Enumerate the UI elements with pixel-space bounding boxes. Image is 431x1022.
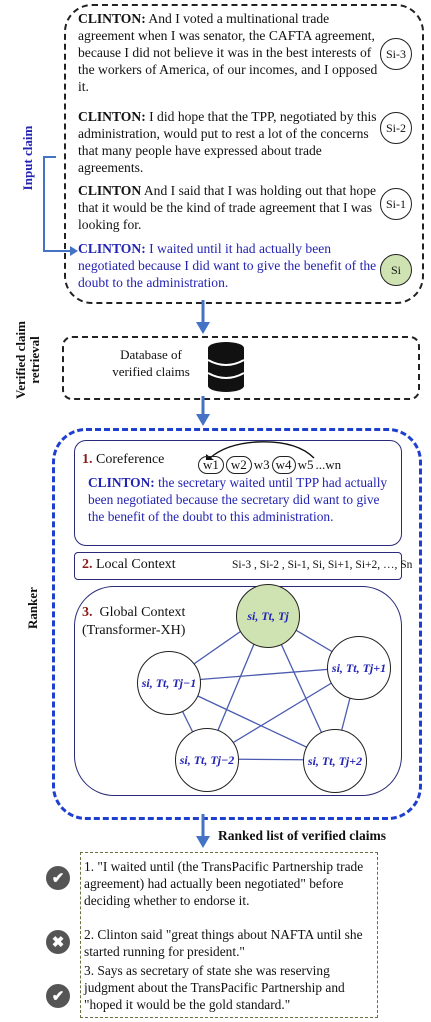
token-w2: w2	[225, 456, 252, 474]
results-title: Ranked list of verified claims	[218, 828, 386, 843]
utterance-4: CLINTON: I waited until it had actually …	[78, 240, 378, 291]
utterance-2-text: I did hope that the TPP, negotiated by t…	[78, 109, 377, 175]
coreference-arc	[206, 441, 315, 460]
coreference-title: 1. Coreference	[82, 452, 165, 467]
arrow-down-1	[196, 300, 210, 334]
utterance-3-speaker: CLINTON	[78, 183, 142, 198]
global-context-title: 3. Global Context (Transformer-XH)	[82, 605, 186, 638]
input-claim-bracket-arrow	[43, 156, 78, 256]
sentence-node-si: Si	[380, 254, 412, 286]
coreference-box	[74, 440, 402, 546]
token-w4: w4	[271, 456, 296, 474]
coreference-tokens: w1 w2 w3 w4 w5 ...wn	[198, 456, 341, 474]
utterance-2: CLINTON: I did hope that the TPP, negoti…	[78, 108, 378, 176]
token-w3: w3	[253, 457, 270, 472]
result-item-3: 3. Says as secretary of state she was re…	[84, 963, 345, 1012]
check-icon: ✔	[46, 866, 70, 890]
input-claim-box	[64, 4, 424, 304]
result-item-2: 2. Clinton said "great things about NAFT…	[84, 927, 363, 959]
local-context-sequence: Si-3 , Si-2 , Si-1, Si, Si+1, Si+2, …, S…	[232, 559, 413, 571]
graph-node-j-minus-2: si, Tt, Tj−2	[175, 728, 239, 792]
arrow-down-3	[196, 814, 210, 848]
utterance-4-speaker: CLINTON:	[78, 241, 146, 256]
sentence-node-si-1: Si-1	[380, 188, 412, 220]
ranker-box	[52, 428, 422, 820]
utterance-1: CLINTON: And I voted a multinational tra…	[78, 10, 378, 95]
database-icon	[207, 342, 245, 392]
graph-node-j-plus-1: si, Tt, Tj+1	[327, 636, 391, 700]
cross-icon: ✖	[46, 930, 70, 954]
check-icon: ✔	[46, 984, 70, 1008]
utterance-2-speaker: CLINTON:	[78, 109, 146, 124]
utterance-1-text: And I voted a multinational trade agreem…	[78, 11, 378, 94]
utterance-1-speaker: CLINTON:	[78, 11, 146, 26]
sentence-node-si-2: Si-2	[380, 112, 412, 144]
utterance-3-text: And I said that I was holding out that h…	[78, 183, 377, 232]
local-context-title: 2. Local Context	[82, 557, 176, 572]
sentence-node-si-3: Si-3	[380, 38, 412, 70]
results-box	[80, 852, 378, 1018]
utterance-4-text: I waited until it had actually been nego…	[78, 241, 377, 290]
local-context-box	[74, 552, 402, 580]
result-item-1: 1. "I waited until (the TransPacific Par…	[84, 859, 364, 908]
graph-node-j-minus-1: si, Tt, Tj−1	[137, 651, 201, 715]
token-w5: w5	[297, 457, 314, 472]
retrieval-box	[62, 336, 420, 400]
arrow-down-2	[196, 396, 210, 426]
database-label: Database of verified claims	[112, 347, 190, 379]
token-wn: ...wn	[315, 457, 342, 472]
token-w1: w1	[198, 456, 224, 474]
utterance-3: CLINTON And I said that I was holding ou…	[78, 182, 378, 233]
coreference-text: CLINTON: the secretary waited until TPP …	[88, 475, 388, 524]
graph-node-j: si, Tt, Tj	[236, 584, 300, 648]
graph-node-j-plus-2: si, Tt, Tj+2	[303, 729, 367, 793]
